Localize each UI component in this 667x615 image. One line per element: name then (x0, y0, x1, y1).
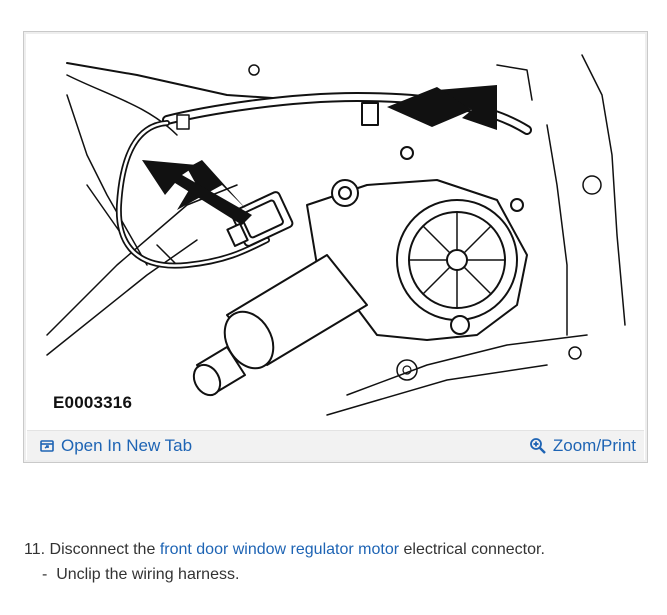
zoom-print-link[interactable]: Zoom/Print (529, 436, 636, 456)
zoom-magnifier-icon (529, 437, 547, 455)
step-number: 11. (24, 541, 46, 558)
regulator-motor-diagram[interactable]: E0003316 (27, 35, 644, 430)
regulator-motor-link[interactable]: front door window regulator motor (159, 541, 400, 558)
procedure-step: 11. Disconnect the front door window reg… (24, 540, 644, 560)
zoom-print-label: Zoom/Print (552, 436, 636, 455)
figure-code: E0003316 (53, 393, 133, 412)
procedure-sub-step: - Unclip the wiring harness. (42, 565, 239, 585)
figure-card: E0003316 Open In New Tab (23, 31, 648, 463)
step-text-before: Disconnect the (49, 541, 156, 558)
figure-toolbar: Open In New Tab Zoom/Print (27, 430, 644, 460)
sub-step-text: Unclip the wiring harness. (56, 566, 240, 583)
line-drawing (46, 54, 626, 416)
sub-step-dash: - (42, 566, 48, 583)
open-in-new-tab-label: Open In New Tab (61, 436, 193, 455)
step-text-after: electrical connector. (403, 541, 545, 558)
open-in-new-tab-link[interactable]: Open In New Tab (39, 436, 192, 456)
open-in-new-tab-icon (39, 438, 55, 454)
